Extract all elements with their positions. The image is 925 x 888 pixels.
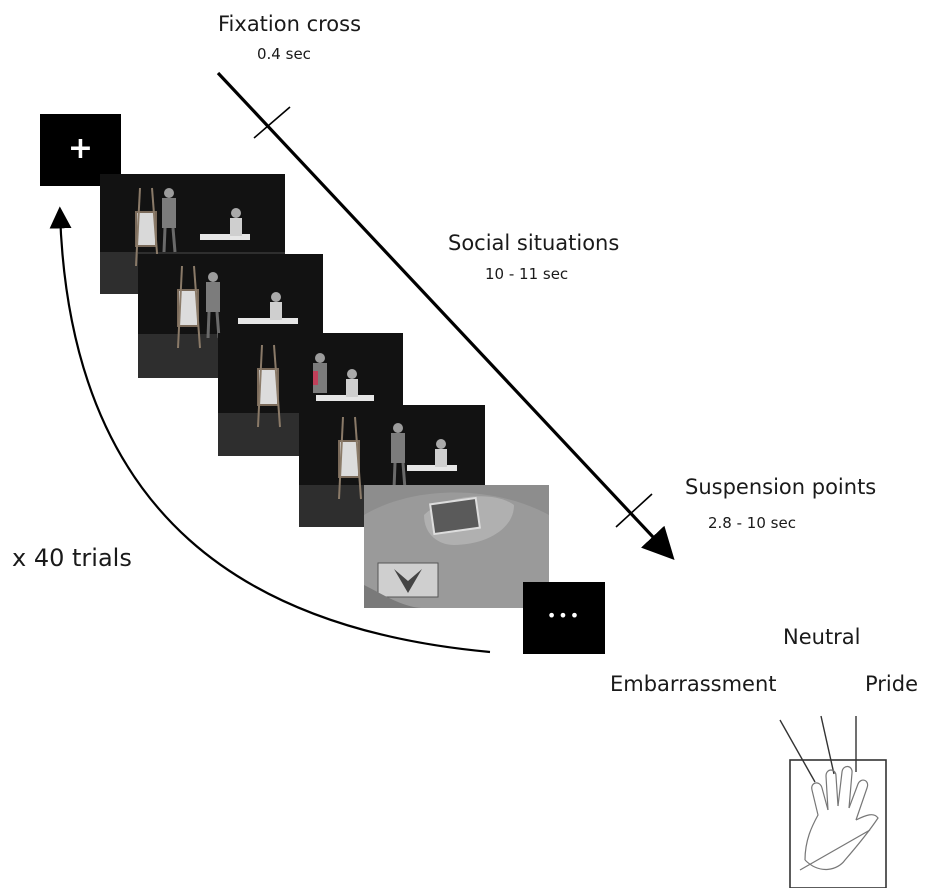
social-label: Social situations	[448, 231, 620, 255]
suspension-screen: •••	[523, 582, 605, 654]
suspension-points-symbol: •••	[546, 606, 582, 625]
hand-icon	[799, 765, 879, 871]
fixation-tick	[253, 106, 291, 139]
fixation-duration: 0.4 sec	[257, 45, 311, 63]
fixation-label: Fixation cross	[218, 12, 362, 36]
response-pride-label: Pride	[865, 672, 919, 696]
suspension-label: Suspension points	[685, 475, 877, 499]
response-embarrassment-label: Embarrassment	[610, 672, 777, 696]
response-neutral-label: Neutral	[783, 625, 861, 649]
suspension-duration: 2.8 - 10 sec	[708, 514, 796, 532]
suspension-tick	[615, 493, 653, 528]
video-frame-5-cards	[364, 485, 549, 608]
fixation-cross-symbol: +	[67, 131, 94, 166]
social-duration: 10 - 11 sec	[485, 265, 569, 283]
trials-label: x 40 trials	[12, 544, 132, 572]
